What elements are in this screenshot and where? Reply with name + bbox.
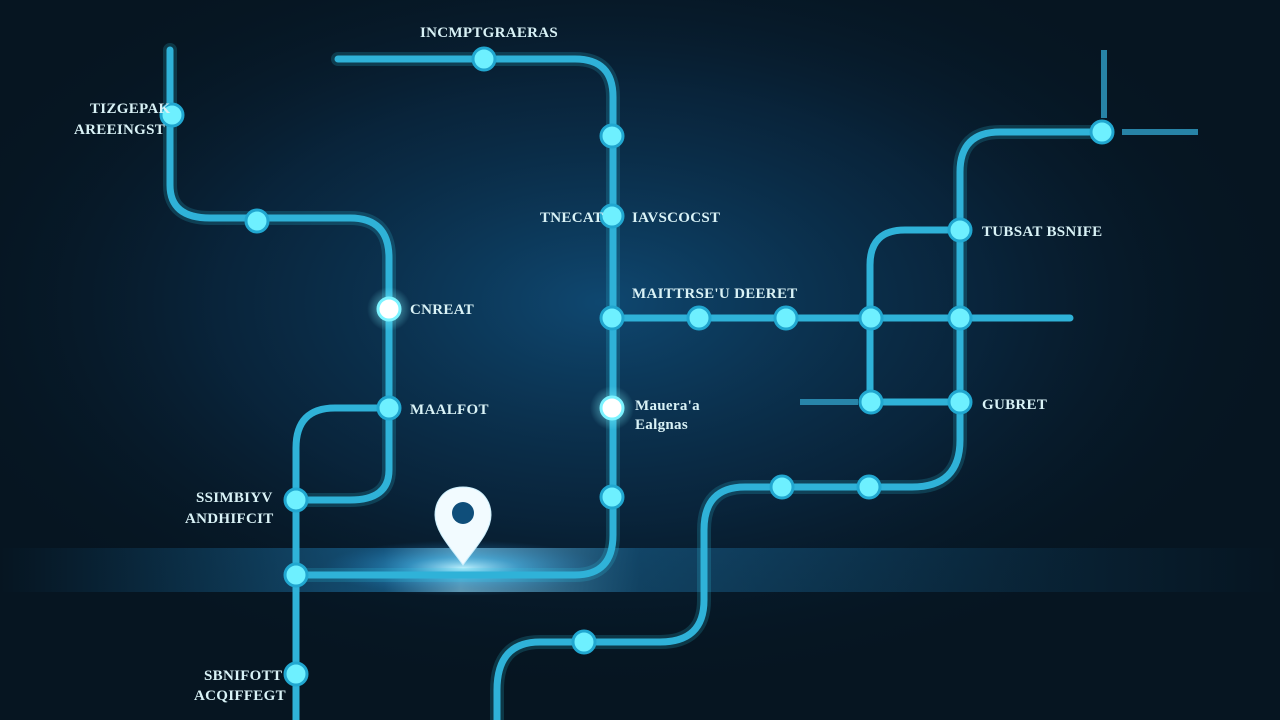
label-right-upper: TUBSAT BSNIFE	[982, 224, 1102, 240]
station-node[interactable]	[599, 203, 625, 229]
horizon-glow	[0, 548, 1280, 592]
label-top-center: INCMPTGRAERAS	[420, 25, 558, 41]
map-pin-icon[interactable]	[434, 486, 492, 566]
line-left	[166, 46, 393, 504]
label-mid-left-b: MAALFOT	[410, 402, 489, 418]
label-left-low-1: SSIMBIYV	[196, 490, 273, 506]
station-node[interactable]	[599, 305, 625, 331]
label-top-left-2: AREEINGST	[74, 122, 165, 138]
station-node[interactable]	[686, 305, 712, 331]
station-node[interactable]	[1089, 119, 1115, 145]
station-node[interactable]	[599, 123, 625, 149]
line-right-a	[866, 226, 964, 406]
label-center-row: MAITTRSE'U DEERET	[632, 286, 798, 302]
station-node[interactable]	[283, 487, 309, 513]
line-right-b	[493, 128, 1106, 720]
station-labels: INCMPTGRAERAS TIZGEPAK AREEINGST CNREAT …	[74, 25, 1102, 704]
station-node[interactable]	[947, 305, 973, 331]
station-node[interactable]	[244, 208, 270, 234]
station-node[interactable]	[599, 484, 625, 510]
label-mid-left-a: CNREAT	[410, 302, 474, 318]
station-node[interactable]	[858, 389, 884, 415]
station-node[interactable]	[159, 102, 185, 128]
label-center-left: TNECAT	[540, 210, 603, 226]
label-top-left-1: TIZGEPAK	[90, 101, 171, 117]
station-node[interactable]	[283, 661, 309, 687]
station-node[interactable]	[283, 562, 309, 588]
label-left-low-2: ANDHIFCIT	[185, 511, 274, 527]
station-node[interactable]	[471, 46, 497, 72]
stations	[159, 46, 1115, 687]
label-bottom-left-2: ACQIFFEGT	[194, 688, 286, 704]
label-center-lower-1: Mauera'a	[635, 398, 700, 414]
station-node[interactable]	[947, 217, 973, 243]
label-center-right: IAVSCOCST	[632, 210, 720, 226]
station-node-active[interactable]	[599, 395, 625, 421]
pin-halo	[323, 540, 603, 596]
station-node[interactable]	[858, 305, 884, 331]
label-center-lower-2: Ealgnas	[635, 417, 688, 433]
station-node[interactable]	[856, 474, 882, 500]
line-left-loop	[292, 404, 393, 720]
station-node[interactable]	[376, 395, 402, 421]
label-bottom-left-1: SBNIFOTT	[204, 668, 282, 684]
station-node[interactable]	[947, 389, 973, 415]
station-node-active[interactable]	[376, 296, 402, 322]
label-right-lower: GUBRET	[982, 397, 1047, 413]
station-node[interactable]	[769, 474, 795, 500]
station-node[interactable]	[773, 305, 799, 331]
station-node[interactable]	[571, 629, 597, 655]
